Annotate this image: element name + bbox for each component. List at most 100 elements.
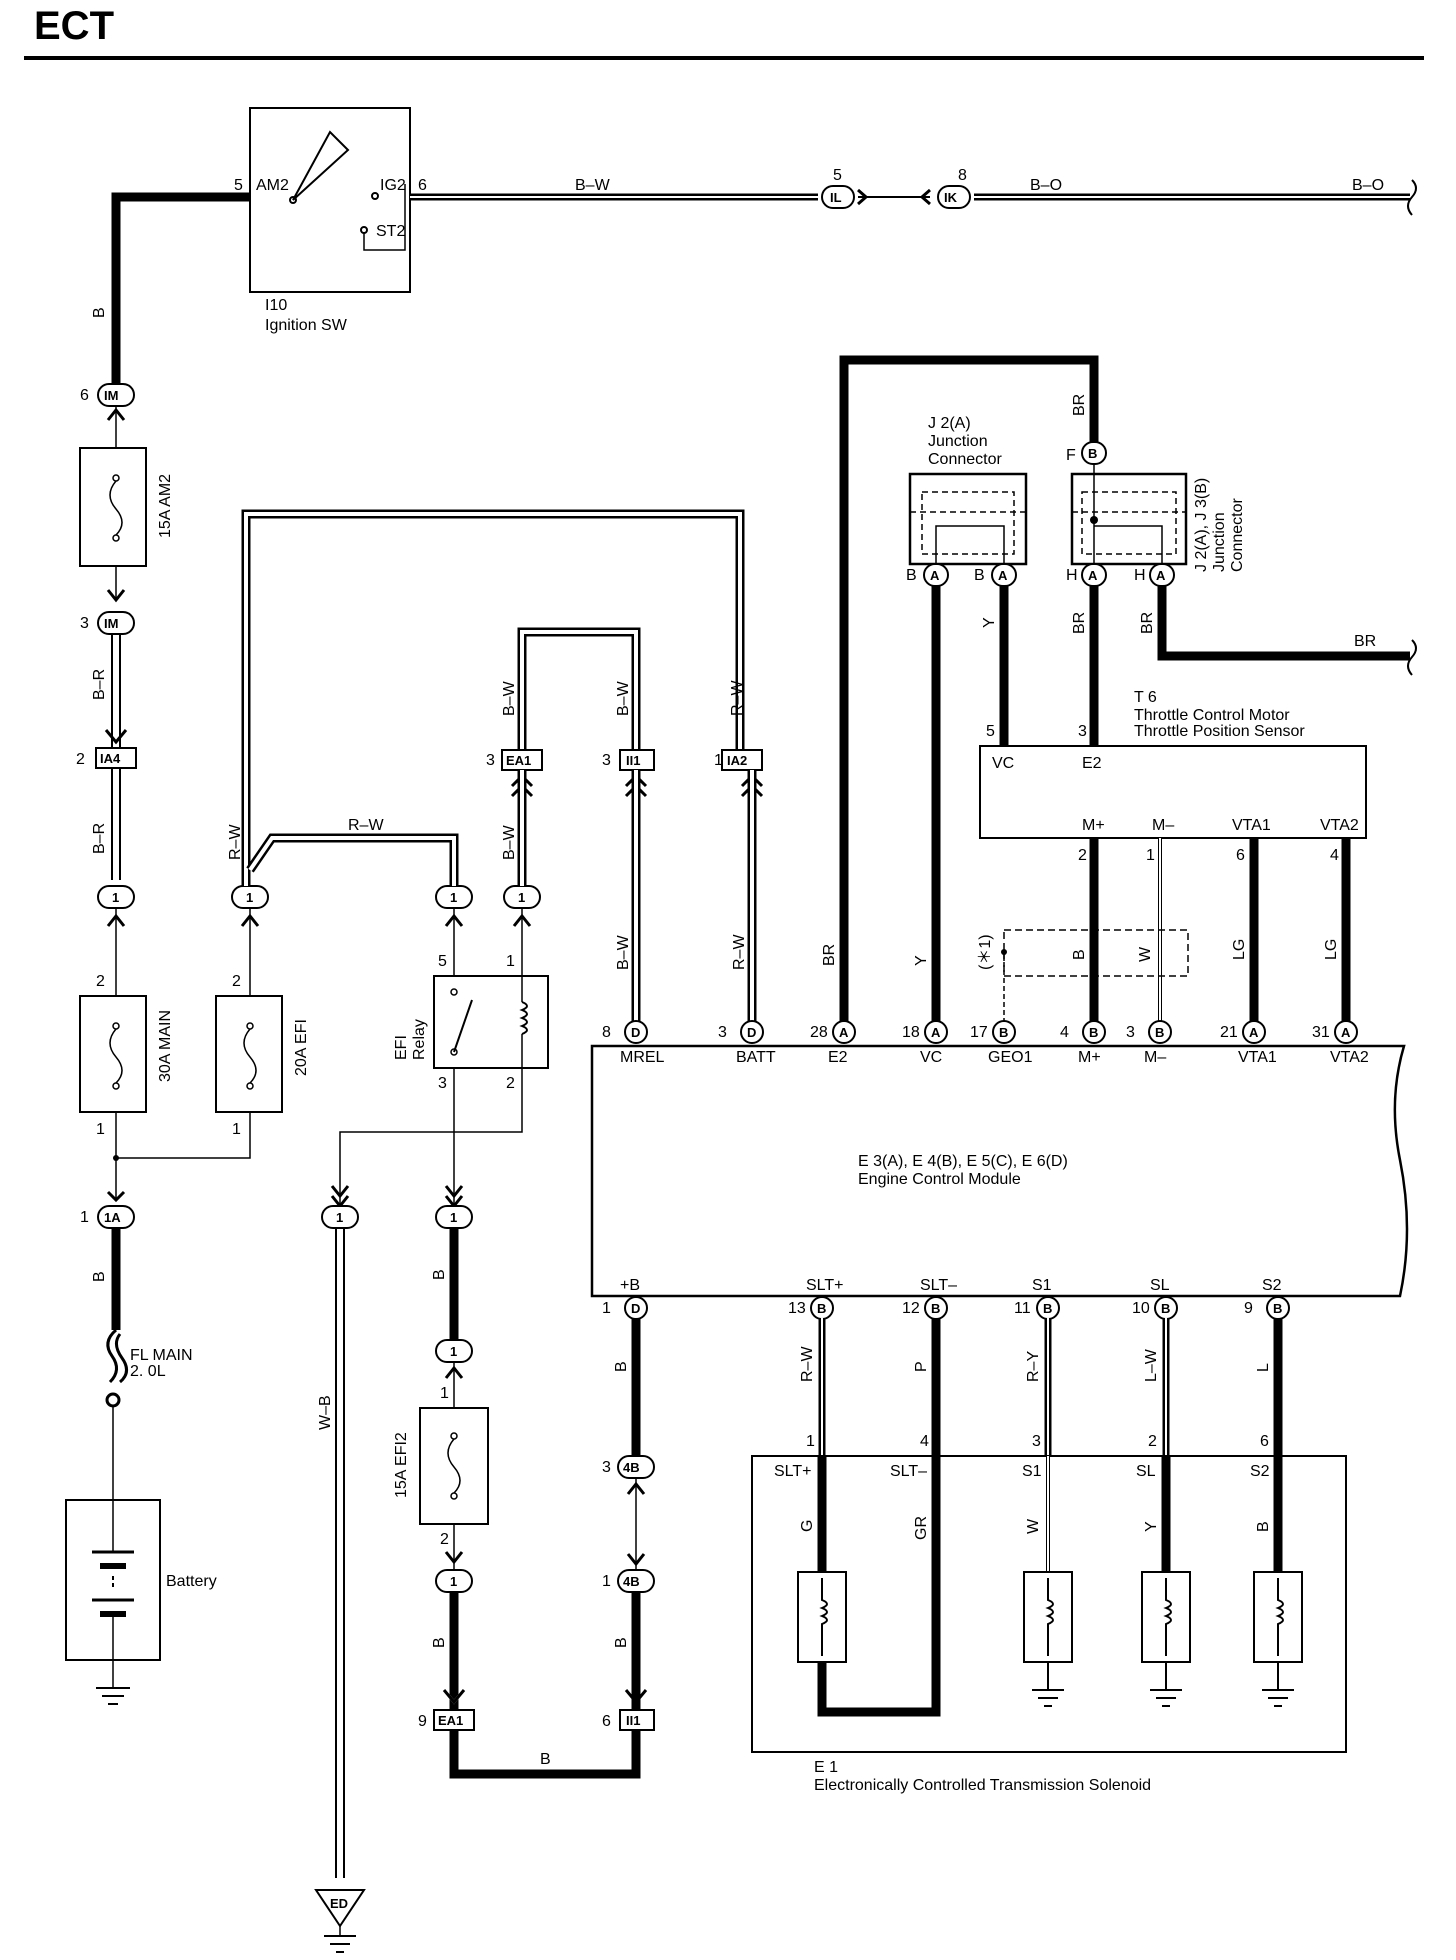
ignition-name: Ignition SW — [265, 317, 348, 334]
ecm-bot-terminal: S1 — [1032, 1277, 1052, 1294]
sol-term-sltplus: SLT+ — [774, 1463, 812, 1480]
svg-text:1: 1 — [450, 1344, 457, 1359]
efi-relay: 5 1 EFI Relay 3 2 — [330, 908, 549, 1209]
connectors-ea1-ii1-ia2: EA1 3 II1 3 IA2 1 — [486, 749, 764, 798]
svg-text:F: F — [1066, 447, 1076, 464]
svg-text:1: 1 — [440, 1385, 449, 1402]
wire-ecm-solenoid: R–W P R–Y L–W L — [799, 1318, 1283, 1712]
wire-label-w-mminus: W — [1137, 946, 1154, 962]
ecm-top-pins: D8MRELD3BATTA28E2A18VCB17GEO1B4M+B3M–A21… — [602, 1020, 1369, 1066]
wire-sensor-ecm: B W LG LG (＊1) — [977, 838, 1351, 1024]
wire-label-bo-1: B–O — [1030, 177, 1062, 194]
wire-bw-loop: B–W B–W R–W — [501, 627, 746, 752]
svg-text:1: 1 — [450, 890, 457, 905]
pin-im-bottom: 3 — [80, 615, 89, 632]
junction-j2a: J 2(A) Junction Connector A A B B — [906, 415, 1028, 587]
ecm-bot-terminal: S2 — [1262, 1277, 1282, 1294]
ecm-top-pin-circle — [832, 1020, 856, 1044]
pin-ik: 8 — [958, 167, 967, 184]
ignition-pin-5: 5 — [234, 177, 243, 194]
fuse-15a-am2: 15A AM2 — [79, 406, 174, 603]
ecm-top-conn-letter: D — [747, 1025, 756, 1040]
wire-br-right: BR BR — [1139, 586, 1417, 676]
ecm-bot-pin-number: 10 — [1132, 1300, 1150, 1317]
svg-text:1: 1 — [518, 890, 525, 905]
wire-rw-loop: R–W R–W — [227, 509, 745, 886]
battery-circuit: 1A 1 B FL MAIN 2. 0L Battery — [65, 1205, 217, 1705]
ecm-top-terminal: MREL — [620, 1049, 665, 1066]
wire-label-rw-batt: R–W — [731, 934, 748, 970]
svg-text:B: B — [613, 1637, 630, 1648]
wire-br-top: BR BR — [821, 355, 1099, 1024]
relay-pin-5: 5 — [438, 953, 447, 970]
connector-4b-top: 4B — [623, 1460, 640, 1475]
pin-1a: 1 — [80, 1209, 89, 1226]
ecm-bot-pin-circle — [624, 1296, 648, 1320]
svg-text:2: 2 — [1078, 847, 1087, 864]
connector-ed: ED — [330, 1896, 348, 1911]
wire-label-b-s2: B — [1255, 1521, 1272, 1532]
connector-ea1-bottom: EA1 — [438, 1713, 463, 1728]
wire-label-wb: W–B — [317, 1395, 334, 1430]
ecm-top-pin-number: 21 — [1220, 1024, 1238, 1041]
title-rule — [24, 56, 1424, 60]
wire-label-rw-slt: R–W — [799, 1346, 816, 1382]
svg-text:B: B — [431, 1269, 448, 1280]
svg-text:2: 2 — [1148, 1433, 1157, 1450]
svg-text:3: 3 — [1078, 723, 1087, 740]
connector-4b-bottom: 4B — [623, 1574, 640, 1589]
junction-j23: B F A A H H J 2(A), J 3(B) Junction Conn… — [1066, 441, 1246, 587]
ecm-top-terminal: VTA2 — [1330, 1049, 1369, 1066]
wire-label-bo-2: B–O — [1352, 177, 1384, 194]
ecm-bot-conn-letter: D — [631, 1301, 640, 1316]
j23-id: J 2(A), J 3(B) — [1193, 478, 1210, 572]
efi2-chain: 1 B 1 1 15A EFI2 2 1 B EA1 9 B II1 6 — [393, 1205, 655, 1779]
fuses-main-efi: 2 30A MAIN 1 2 20A EFI 1 — [79, 908, 310, 1203]
ecm-bot-pin-number: 11 — [1014, 1300, 1031, 1317]
sensor-term-vta2: VTA2 — [1320, 817, 1359, 834]
wire-label-lg-vta2: LG — [1323, 939, 1340, 960]
ecm-bot-conn-letter: B — [1043, 1301, 1052, 1316]
connector-ia4: IA4 2 B–R — [76, 747, 137, 880]
wire-label-y-ecm: Y — [913, 955, 930, 966]
svg-text:B: B — [1088, 446, 1097, 461]
fuse-15a-efi2-label: 15A EFI2 — [393, 1432, 410, 1498]
wire-label-b-bottom: B — [540, 1751, 551, 1768]
svg-text:2: 2 — [232, 973, 241, 990]
throttle-sensor-t6: T 6 Throttle Control Motor Throttle Posi… — [979, 689, 1367, 864]
ignition-term-ig2: IG2 — [380, 177, 406, 194]
ecm-top-pin-circle — [624, 1020, 648, 1044]
relay-label-1: EFI — [393, 1035, 410, 1060]
ecm-bot-terminal: SL — [1150, 1277, 1170, 1294]
ecm-top-terminal: VC — [920, 1049, 942, 1066]
fuse-20a-efi-label: 20A EFI — [293, 1019, 310, 1076]
fl-main-rating: 2. 0L — [130, 1363, 166, 1380]
ecm-bot-terminal: +B — [620, 1277, 640, 1294]
wire-label-lw: L–W — [1143, 1348, 1160, 1382]
sensor-id: T 6 — [1134, 689, 1157, 706]
wire-label-ry: R–Y — [1025, 1351, 1042, 1382]
svg-text:1: 1 — [246, 890, 253, 905]
relay-pin-3: 3 — [438, 1075, 447, 1092]
sensor-line2: Throttle Position Sensor — [1134, 723, 1305, 740]
svg-text:1: 1 — [602, 1573, 611, 1590]
svg-text:A: A — [930, 568, 940, 583]
wire-label-bw-relay: B–W — [501, 824, 518, 860]
svg-text:3: 3 — [1032, 1433, 1041, 1450]
connector-il: IL — [830, 190, 842, 205]
ecm-id: E 3(A), E 4(B), E 5(C), E 6(D) — [858, 1153, 1068, 1170]
svg-text:A: A — [1088, 568, 1098, 583]
svg-text:6: 6 — [1260, 1433, 1269, 1450]
wire-label-lg-vta1: LG — [1231, 939, 1248, 960]
wire-label-br-2: B–R — [91, 823, 108, 854]
ecm-top-conn-letter: A — [931, 1025, 941, 1040]
ecm-top-conn-letter: D — [631, 1025, 640, 1040]
ecm-top-pin-circle — [1242, 1020, 1266, 1044]
svg-text:4: 4 — [1330, 847, 1339, 864]
connectors-row-1: 1 1 1 1 — [97, 885, 541, 909]
ignition-id: I10 — [265, 297, 287, 314]
ecm-top-pin-circle — [1148, 1020, 1172, 1044]
svg-text:BR: BR — [1139, 612, 1156, 634]
geo-note: (＊1) — [977, 934, 994, 970]
solenoid-name: Electronically Controlled Transmission S… — [814, 1777, 1151, 1794]
